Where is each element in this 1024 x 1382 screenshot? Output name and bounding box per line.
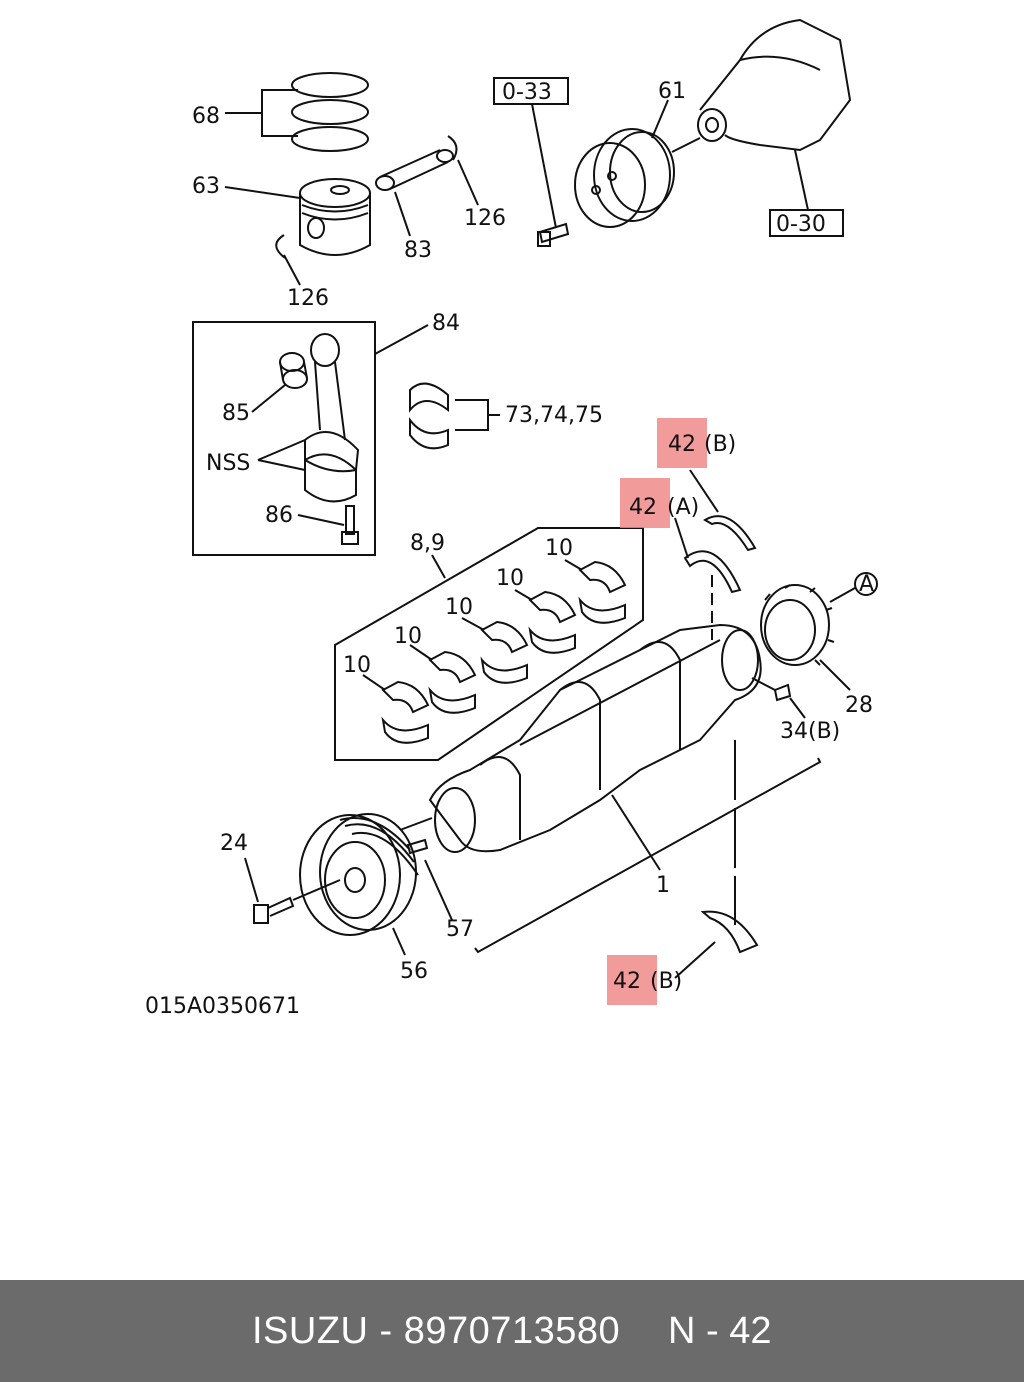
snap-ring-left[interactable] [275, 234, 286, 259]
label-57: 57 [446, 917, 474, 942]
conrod-bearings[interactable] [409, 382, 449, 450]
label-86: 86 [265, 503, 293, 528]
leader-63 [224, 186, 301, 199]
ref-box-0-30 [769, 209, 844, 237]
label-10: 10 [394, 624, 422, 649]
leader-1 [611, 794, 661, 871]
conrod-bolt[interactable] [341, 505, 359, 545]
label-42-suffix: (A) [667, 495, 699, 520]
label-1: 1 [656, 873, 670, 898]
thrust-washer-42a[interactable] [683, 550, 742, 594]
thrust-washer-42b-bottom[interactable] [700, 910, 759, 954]
pulley-pin[interactable] [406, 838, 429, 855]
label-10: 10 [445, 595, 473, 620]
highlight-42b-top [657, 418, 707, 468]
leader-8-9 [431, 554, 446, 579]
label-0-33: 0-33 [502, 80, 552, 105]
leader-83 [394, 191, 411, 237]
fan-pulley[interactable] [574, 128, 675, 228]
label-84: 84 [432, 311, 460, 336]
label-24: 24 [220, 831, 248, 856]
label-73-74-75: 73,74,75 [505, 403, 603, 428]
callout-a-circle [854, 572, 878, 596]
label-0-30: 0-30 [776, 212, 826, 237]
pulley-bolt[interactable] [537, 222, 570, 247]
parts-diagram: 68 63 83 126 126 0-33 61 0-30 84 85 NSS … [145, 18, 878, 1019]
label-28: 28 [845, 693, 873, 718]
ref-box-0-33 [493, 77, 569, 105]
conrod-cap[interactable] [304, 458, 357, 503]
main-bearing-group-box [334, 527, 644, 761]
page-reference: N - 42 [668, 1310, 772, 1352]
leader-24 [244, 857, 259, 903]
leader-84 [374, 324, 429, 355]
label-42-suffix: (B) [650, 969, 682, 994]
conrod-group-box [192, 321, 376, 556]
drawing-code: 015A0350671 [145, 994, 300, 1019]
label-42-number: 42 [629, 495, 657, 520]
part-number-title: ISUZU - 8970713580 [252, 1310, 621, 1352]
snap-ring-right[interactable] [447, 135, 458, 161]
pulley-bolt-24[interactable] [253, 896, 295, 924]
crankshaft[interactable] [428, 623, 762, 853]
label-83: 83 [404, 238, 432, 263]
label-10: 10 [496, 566, 524, 591]
water-pump[interactable] [697, 18, 852, 152]
leader-28 [819, 659, 851, 691]
label-68: 68 [192, 104, 220, 129]
piston-pin[interactable] [375, 149, 454, 191]
label-61: 61 [658, 79, 686, 104]
crank-key[interactable] [773, 683, 792, 702]
piston[interactable] [299, 178, 371, 256]
highlight-42b-bottom [607, 955, 657, 1005]
leader-68 [225, 89, 298, 114]
footer-bar: ISUZU - 8970713580 N - 42 [0, 1280, 1024, 1382]
leader-85 [251, 384, 286, 413]
main-bearings[interactable] [381, 560, 627, 744]
leader-86 [297, 514, 345, 526]
label-42-number: 42 [613, 969, 641, 994]
leader-61 [651, 99, 669, 139]
label-63: 63 [192, 174, 220, 199]
crank-pulley[interactable] [299, 813, 419, 936]
piston-rings[interactable] [291, 72, 369, 152]
label-34b: 34(B) [780, 719, 840, 744]
thrust-washer-42b-top[interactable] [703, 515, 757, 552]
leader-56 [392, 927, 406, 956]
label-126-left: 126 [287, 286, 329, 311]
label-nss: NSS [206, 451, 250, 476]
label-10: 10 [343, 653, 371, 678]
highlight-42a [620, 478, 670, 528]
connecting-rod[interactable] [304, 333, 360, 473]
crank-timing-gear[interactable] [760, 584, 835, 666]
label-42-suffix: (B) [704, 432, 736, 457]
label-8-9: 8,9 [410, 531, 445, 556]
label-85: 85 [222, 401, 250, 426]
label-10: 10 [545, 536, 573, 561]
label-126-right: 126 [464, 206, 506, 231]
label-a: A [859, 572, 874, 597]
small-end-bushing[interactable] [279, 352, 308, 389]
label-42-number: 42 [668, 432, 696, 457]
label-56: 56 [400, 959, 428, 984]
